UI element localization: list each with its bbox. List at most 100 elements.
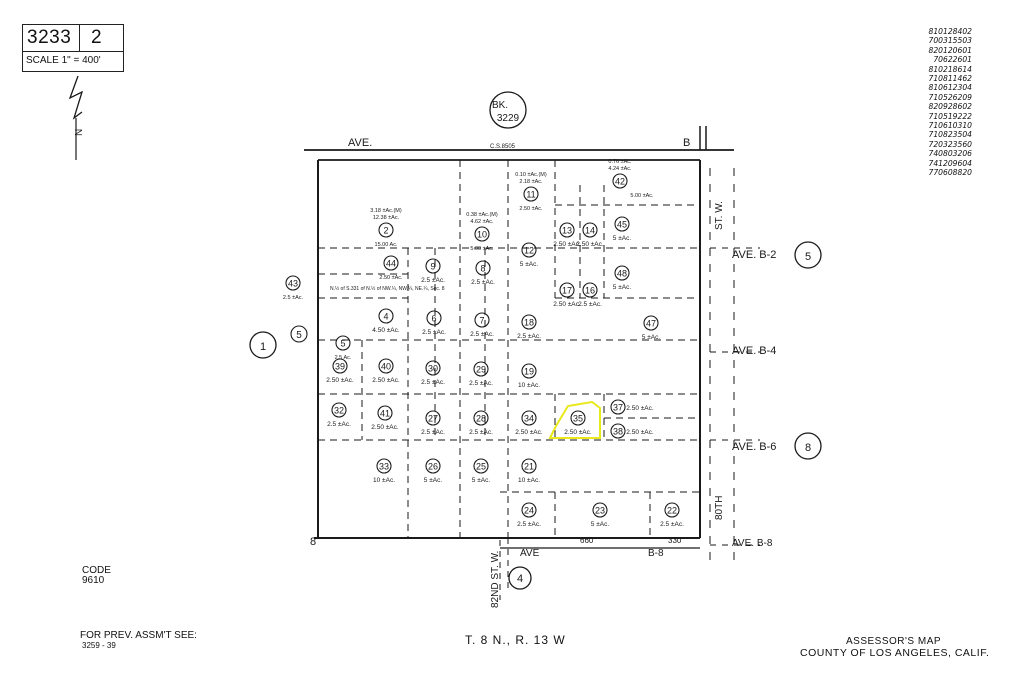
parcel-number: 6 — [431, 314, 436, 324]
parcel-number: 43 — [288, 279, 298, 289]
divider — [79, 25, 81, 51]
parcel-44[interactable]: 44 2.50 ±Ac. — [379, 255, 403, 281]
parcel-area: 2.5 ±Ac. — [327, 421, 351, 428]
parcel-number: 23 — [595, 506, 605, 516]
county-label: COUNTY OF LOS ANGELES, CALIF. — [800, 647, 990, 659]
parcel-number-circle — [473, 410, 489, 426]
parcel-number: 37 — [613, 403, 623, 413]
parcel-39[interactable]: 392.50 ±Ac. — [326, 358, 354, 384]
parcel-number: 5 — [340, 339, 345, 349]
parcel-29[interactable]: 292.5 ±Ac. — [469, 361, 493, 387]
parcel-number: 33 — [379, 462, 389, 472]
parcel-number-circle — [425, 458, 441, 474]
parcel-number-circle — [521, 314, 537, 330]
parcel-area-note: 4.62 ±Ac. — [470, 219, 494, 225]
assessor-map-label: ASSESSOR'S MAP — [846, 636, 942, 647]
parcel-number-circle — [614, 216, 630, 232]
parcel-48[interactable]: 485 ±Ac. — [613, 265, 632, 291]
parcel-number: 32 — [334, 406, 344, 416]
parcel-4[interactable]: 44.50 ±Ac. — [372, 308, 400, 334]
parcel-41[interactable]: 412.50 ±Ac. — [371, 405, 399, 431]
dimension-660: 660 — [580, 536, 594, 545]
south-ave-letter: B-8 — [648, 548, 664, 559]
parcel-area: 2.50 ±Ac. — [379, 275, 403, 281]
book-number: 3233 — [27, 27, 72, 48]
parcel-16[interactable]: 162.5 ±Ac. — [578, 282, 602, 308]
parcel-7[interactable]: 72.5 ±Ac. — [470, 312, 494, 338]
parcel-number: 44 — [386, 259, 396, 269]
parcel-47[interactable]: 475 ±Ac. — [642, 315, 661, 341]
parcel-area: 2.50 ±Ac. — [626, 429, 654, 436]
parcel-9[interactable]: 92.5 ±Ac. — [421, 258, 445, 284]
parcel-number-circle — [570, 410, 586, 426]
parcel-number: 26 — [428, 462, 438, 472]
north-arrow-label: N — [74, 129, 85, 136]
parcel-area: 2.5 ±Ac. — [421, 277, 445, 284]
parcel-14[interactable]: 142.50 ±Ac. — [576, 222, 604, 248]
parcel-2[interactable]: 215.00 Ac.3.18 ±Ac.(M)12.38 ±Ac. — [370, 208, 402, 248]
parcel-34[interactable]: 34 2.50 ±Ac. — [515, 410, 543, 436]
parcel-26[interactable]: 265 ±Ac. — [424, 458, 443, 484]
parcel-area: 5 ±Ac. — [591, 521, 610, 528]
parcel-17[interactable]: 172.50 ±Ac. — [553, 282, 581, 308]
parcel-42[interactable]: 425.00 ±Ac.0.76 ±Ac.4.24 ±Ac. — [608, 159, 654, 199]
parcel-number-circle — [425, 258, 441, 274]
parcel-18[interactable]: 182.5 ±Ac. — [517, 314, 541, 340]
parcel-area: 2.5 ±Ac. — [421, 379, 445, 386]
parcel-40[interactable]: 402.50 ±Ac. — [372, 358, 400, 384]
cs-label: C.S.8505 — [490, 144, 516, 150]
parcel-11[interactable]: 112.50 ±Ac.0.10 ±Ac.(M)2.18 ±Ac. — [515, 172, 547, 212]
parcel-number-circle — [383, 255, 399, 271]
parcel-area: 15.00 Ac. — [375, 242, 398, 248]
parcel-area: 5 ±Ac. — [613, 235, 632, 242]
parcel-23[interactable]: 23 5 ±Ac. — [591, 502, 610, 528]
parcel-24[interactable]: 242.5 ±Ac. — [517, 502, 541, 528]
adjacent-book-circle — [489, 91, 527, 129]
parcel-number-circle — [377, 405, 393, 421]
parcel-area: 2.50 ±Ac. — [515, 429, 543, 436]
parcel-number-circle — [425, 410, 441, 426]
parcel-12[interactable]: 125 ±Ac. — [520, 242, 539, 268]
reference-number: 810612304 — [928, 83, 972, 93]
reference-number: 740803206 — [928, 149, 972, 159]
parcel-number: 11 — [526, 190, 535, 200]
code-label: CODE — [82, 565, 111, 576]
parcel-35[interactable]: 352.50 ±Ac. — [564, 410, 592, 436]
parcel-number-circle — [521, 242, 537, 258]
parcel-22[interactable]: 222.5 ±Ac. — [660, 502, 684, 528]
parcel-43[interactable]: 432.5 ±Ac. — [283, 275, 304, 301]
section-corner-number: 8 — [310, 536, 316, 548]
parcel-28[interactable]: 282.5 ±Ac. — [469, 410, 493, 436]
prev-assessment-value: 3259 - 39 — [82, 641, 116, 650]
parcel-30[interactable]: 302.5 ±Ac. — [421, 360, 445, 386]
parcel-number: 7 — [479, 316, 484, 326]
parcel-number: 40 — [381, 362, 391, 372]
parcel-13[interactable]: 132.50 ±Ac. — [553, 222, 581, 248]
parcel-number-circle — [523, 186, 539, 202]
parcel-25[interactable]: 255 ±Ac. — [472, 458, 491, 484]
parcel-number: 34 — [524, 414, 534, 424]
parcel-32[interactable]: 32 2.5 ±Ac. — [327, 402, 351, 428]
parcel-area: 5 ±Ac. — [642, 334, 661, 341]
parcel-area-note: 4.24 ±Ac. — [608, 166, 632, 172]
parcel-5[interactable]: 52.5 Ac. — [335, 335, 352, 361]
parcel-45[interactable]: 455 ±Ac. — [613, 216, 632, 242]
township-range: T. 8 N., R. 13 W — [465, 633, 566, 647]
parcel-area: 2.5 ±Ac. — [517, 521, 541, 528]
reference-number: 810218614 — [928, 64, 972, 74]
reference-number: 710519222 — [928, 111, 972, 121]
parcel-6[interactable]: 62.5 ±Ac. — [422, 310, 446, 336]
parcel-10[interactable]: 105.00 ±Ac.0.38 ±Ac.(M)4.62 ±Ac. — [466, 212, 498, 252]
parcel-27[interactable]: 272.5 ±Ac. — [421, 410, 445, 436]
ave-letter: B — [683, 137, 690, 149]
parcel-number: 18 — [524, 318, 534, 328]
parcel-area: 5 ±Ac. — [472, 477, 491, 484]
parcel-8[interactable]: 82.5 ±Ac. — [471, 260, 495, 286]
parcel-number-circle — [592, 502, 608, 518]
parcel-number-circle — [378, 222, 394, 238]
